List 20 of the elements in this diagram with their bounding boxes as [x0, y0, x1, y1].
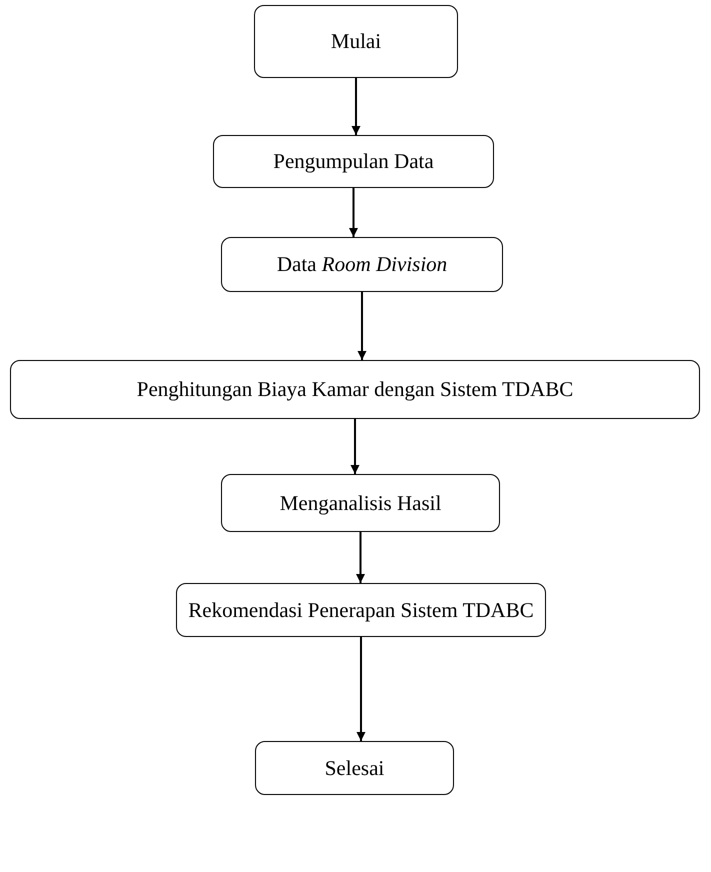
step-label: Data Room Division: [276, 252, 448, 277]
step-label: Mulai: [330, 29, 382, 54]
process-box: [176, 583, 546, 637]
process-box: [254, 5, 458, 78]
arrow: [356, 532, 365, 583]
process-box: [213, 135, 494, 188]
process-box: [221, 237, 503, 292]
arrow: [356, 637, 366, 741]
arrow: [349, 188, 358, 237]
step-label: Rekomendasi Penerapan Sistem TDABC: [188, 598, 534, 622]
process-box: [255, 741, 454, 795]
process-box: [221, 474, 500, 532]
step-label: Menganalisis Hasil: [280, 490, 442, 516]
step-label: Selesai: [324, 756, 384, 780]
step-label: Pengumpulan Data: [273, 149, 434, 174]
arrow: [350, 419, 360, 474]
arrow: [352, 78, 360, 135]
arrow: [358, 292, 366, 360]
step-label: Penghitungan Biaya Kamar dengan Sistem TDABC: [136, 377, 574, 402]
process-box: [10, 360, 700, 419]
